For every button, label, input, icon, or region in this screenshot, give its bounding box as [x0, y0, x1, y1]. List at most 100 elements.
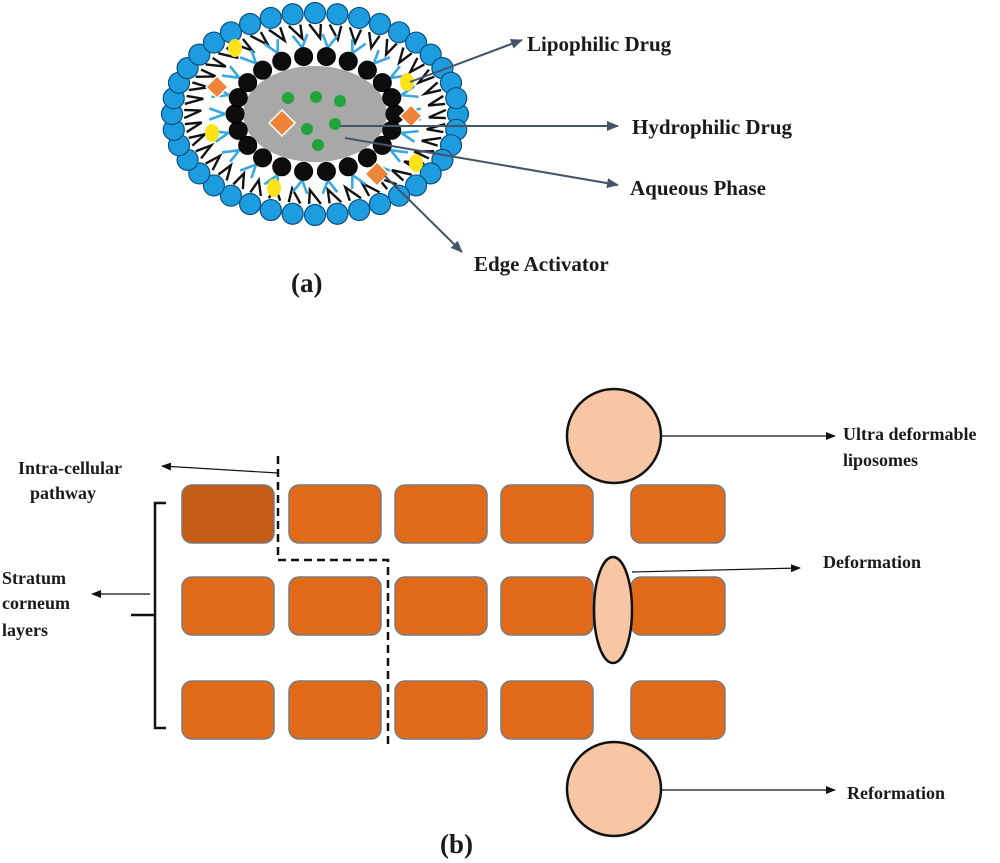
- edge-activator-diamond: [267, 108, 297, 138]
- edge-activator-diamond: [204, 74, 230, 100]
- inner-lipid-head: [272, 51, 292, 71]
- inner-lipid-tail: [326, 34, 339, 49]
- outer-lipid-tail: [249, 176, 263, 197]
- corneocyte-cell: [630, 576, 726, 636]
- corneocyte-cell: [288, 576, 382, 636]
- corneocyte-cell: [394, 484, 488, 544]
- hydrophilic-drug-label: Hydrophilic Drug: [632, 115, 793, 139]
- inner-lipid-head: [338, 51, 358, 71]
- outer-lipid-tail: [415, 68, 435, 86]
- hydrophilic-drug-dot: [312, 139, 324, 151]
- outer-lipid-head: [238, 12, 262, 36]
- lipophilic-drug-dot: [267, 179, 281, 197]
- corneocyte-cell: [181, 484, 275, 544]
- outer-lipid-tail: [217, 162, 233, 181]
- outer-lipid-head: [303, 203, 327, 227]
- outer-lipid-tail: [428, 108, 447, 120]
- corneocyte-cell: [288, 484, 382, 544]
- panel-a-vesicle: [160, 1, 470, 227]
- inner-lipid-tail: [250, 49, 258, 64]
- reformation-label: Reformation: [847, 783, 945, 803]
- inner-lipid-tail: [389, 65, 401, 79]
- inner-lipid-heads: [225, 47, 405, 181]
- lipophilic-drug-dots: [205, 39, 423, 197]
- lipophilic-drug-dot: [228, 39, 242, 57]
- inner-lipid-head: [238, 73, 258, 93]
- outer-lipid-tail: [183, 108, 202, 120]
- outer-lipid-head: [281, 202, 304, 225]
- stratum-corneum-label-line3: layers: [2, 620, 48, 640]
- outer-lipid-heads: [160, 1, 470, 227]
- inner-lipid-head: [225, 104, 245, 124]
- stratum-corneum-label-line1: Stratum: [2, 568, 66, 588]
- outer-lipid-head: [326, 202, 349, 225]
- lipophilic-drug-label: Lipophilic Drug: [527, 32, 672, 56]
- aqueous-core: [243, 66, 387, 162]
- outer-lipid-head: [387, 21, 411, 44]
- intra-cellular-arrow: [161, 462, 279, 474]
- outer-lipid-tail: [420, 81, 442, 96]
- outer-lipid-tail: [348, 26, 363, 47]
- outer-lipid-head: [405, 31, 428, 54]
- corneocyte-cell: [630, 484, 726, 544]
- outer-lipid-head: [326, 3, 349, 26]
- outer-lipid-head: [259, 6, 282, 30]
- panel-b-label: (b): [440, 829, 473, 859]
- outer-lipid-head: [405, 174, 428, 197]
- hydrophilic-drug-dot: [282, 92, 294, 104]
- inner-lipid-head: [338, 157, 358, 177]
- outer-lipid-tail: [407, 57, 425, 76]
- hydrophilic-drug-dot: [301, 123, 313, 135]
- edge-activator-arrow: [384, 175, 463, 253]
- outer-lipid-head: [219, 184, 243, 207]
- outer-lipid-tail: [287, 185, 302, 205]
- inner-lipid-tail: [401, 93, 419, 99]
- inner-lipid-head: [238, 135, 258, 155]
- outer-lipid-head: [281, 3, 304, 26]
- ultra-deformable-liposome: [565, 387, 663, 485]
- edge-activator-diamonds: [204, 74, 424, 188]
- inner-lipid-tail: [250, 164, 258, 179]
- inner-lipid-head: [372, 73, 392, 93]
- outer-lipid-tail: [184, 121, 203, 134]
- inner-lipid-tail: [239, 163, 257, 172]
- inner-lipid-head: [316, 161, 336, 181]
- inner-lipid-tail: [208, 107, 226, 116]
- outer-lipid-head: [303, 1, 327, 25]
- inner-lipid-head: [228, 120, 248, 140]
- outer-lipid-head: [368, 192, 392, 216]
- lipophilic-drug-dot: [205, 124, 219, 142]
- corneocyte-cell: [500, 576, 594, 636]
- inner-lipid-tail: [229, 149, 241, 163]
- ultra-deformable-label-line1: Ultra deformable: [843, 424, 976, 444]
- inner-lipid-tail: [229, 65, 241, 79]
- outer-lipid-tail: [397, 47, 413, 66]
- outer-lipid-head: [202, 174, 225, 197]
- inner-lipid-tail: [401, 129, 419, 135]
- corneocyte-cell: [394, 576, 488, 636]
- inner-lipid-head: [228, 88, 248, 108]
- inner-lipid-tail: [291, 179, 304, 194]
- aqueous-phase-arrow: [344, 137, 619, 189]
- edge-activator-label: Edge Activator: [474, 252, 609, 276]
- outer-lipid-tail: [287, 24, 304, 42]
- outer-lipid-tail: [308, 23, 323, 42]
- inner-lipid-tail: [351, 42, 367, 55]
- inner-lipid-tail: [321, 33, 330, 49]
- inner-lipid-tail: [400, 131, 416, 143]
- inner-lipid-tail: [221, 74, 240, 80]
- inner-lipid-tail: [239, 56, 257, 65]
- inner-lipid-tail: [390, 148, 409, 154]
- edge-activator-diamond: [363, 160, 391, 188]
- corneocyte-cell: [181, 680, 275, 740]
- inner-lipid-tail: [300, 33, 309, 49]
- inner-lipid-tail: [263, 42, 279, 55]
- inner-lipid-tail: [221, 148, 240, 154]
- stratum-corneum-cells: [181, 484, 726, 740]
- outer-lipid-head: [387, 184, 411, 207]
- outer-lipid-tail: [268, 26, 287, 44]
- inner-lipid-tail: [351, 173, 367, 186]
- outer-lipid-tail: [195, 142, 215, 160]
- inner-lipid-head: [294, 47, 314, 67]
